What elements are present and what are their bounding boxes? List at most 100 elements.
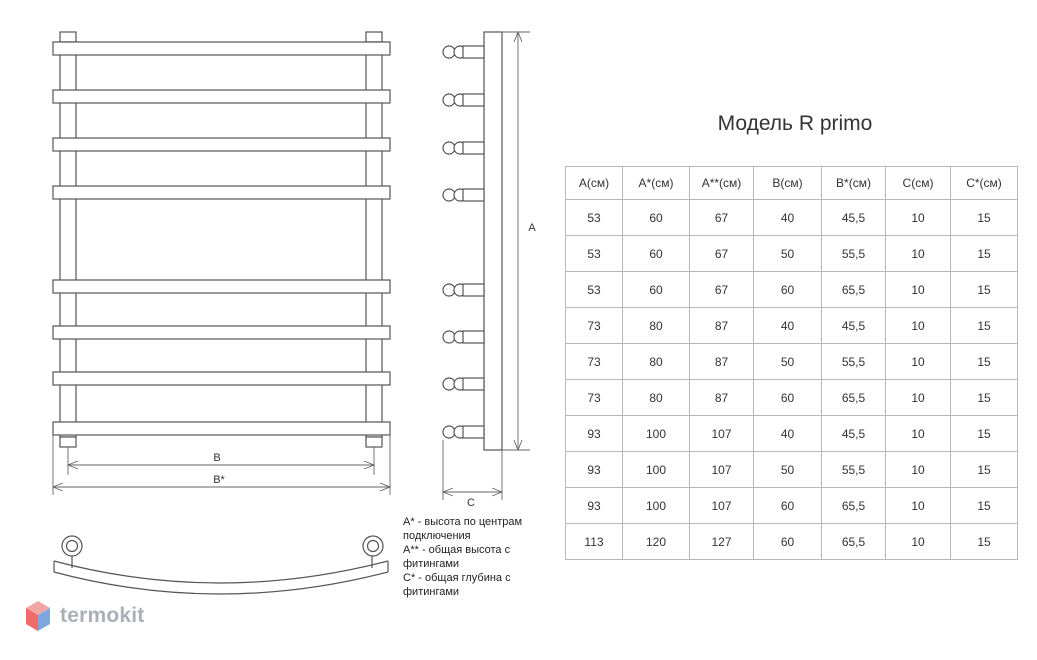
rung: [52, 89, 391, 104]
table-cell: 65,5: [821, 271, 886, 308]
rung: [52, 41, 391, 56]
height-dimension: [502, 30, 530, 452]
table-cell: 60: [753, 271, 822, 308]
rung: [52, 421, 391, 436]
table-cell: 45,5: [821, 307, 886, 344]
header-cell: B(см): [753, 166, 822, 200]
table-cell: 80: [622, 343, 690, 380]
table-cell: 73: [565, 307, 623, 344]
header-cell: B*(см): [821, 166, 886, 200]
table-cell: 65,5: [821, 379, 886, 416]
table-cell: 73: [565, 343, 623, 380]
table-cell: 15: [950, 487, 1018, 524]
table-cell: 15: [950, 523, 1018, 560]
dim-label-a: A: [528, 222, 536, 234]
table-cell: 10: [885, 451, 951, 488]
table-cell: 10: [885, 343, 951, 380]
fitting-bottom-right: [365, 436, 383, 448]
top-view: [53, 535, 389, 595]
table-cell: 65,5: [821, 487, 886, 524]
side-rung-ends: [442, 45, 485, 439]
table-cell: 107: [689, 415, 754, 452]
table-cell: 50: [753, 451, 822, 488]
table-cell: 50: [753, 235, 822, 272]
table-cell: 93: [565, 415, 623, 452]
table-cell: 15: [950, 271, 1018, 308]
logo: termokit: [24, 598, 144, 634]
depth-dimension: [441, 440, 504, 500]
table-cell: 15: [950, 199, 1018, 236]
table-cell: 15: [950, 235, 1018, 272]
table-cell: 53: [565, 271, 623, 308]
table-cell: 60: [753, 379, 822, 416]
table-cell: 15: [950, 451, 1018, 488]
header-cell: A(см): [565, 166, 623, 200]
table-cell: 100: [622, 451, 690, 488]
table-cell: 40: [753, 307, 822, 344]
rung: [52, 185, 391, 200]
header-cell: C*(см): [950, 166, 1018, 200]
table-cell: 60: [622, 199, 690, 236]
rung: [52, 371, 391, 386]
table-cell: 15: [950, 379, 1018, 416]
table-cell: 15: [950, 415, 1018, 452]
table-cell: 120: [622, 523, 690, 560]
note-a-star: A* - высота по центрам подключения: [403, 516, 523, 542]
table-cell: 67: [689, 199, 754, 236]
width-dimensions: [51, 435, 392, 495]
table-cell: 55,5: [821, 451, 886, 488]
table-cell: 10: [885, 271, 951, 308]
fitting-top-right: [365, 31, 383, 43]
table-cell: 107: [689, 487, 754, 524]
logo-text: termokit: [60, 604, 145, 627]
table-cell: 60: [622, 271, 690, 308]
front-view: [52, 31, 391, 448]
table-cell: 10: [885, 487, 951, 524]
note-c-star: C* - общая глубина с фитингами: [403, 572, 511, 598]
table-cell: 40: [753, 199, 822, 236]
table-cell: 87: [689, 379, 754, 416]
table-cell: 65,5: [821, 523, 886, 560]
table-cell: 107: [689, 451, 754, 488]
table-cell: 87: [689, 307, 754, 344]
rung: [52, 325, 391, 340]
table-cell: 100: [622, 415, 690, 452]
side-view: [442, 31, 503, 451]
table-cell: 80: [622, 379, 690, 416]
table-cell: 10: [885, 379, 951, 416]
table-cell: 15: [950, 343, 1018, 380]
dim-label-b-star: B*: [213, 474, 225, 486]
table-cell: 53: [565, 199, 623, 236]
table-cell: 93: [565, 451, 623, 488]
dim-label-c: C: [467, 497, 475, 509]
dim-label-b: B: [213, 452, 220, 464]
table-cell: 60: [622, 235, 690, 272]
table-cell: 60: [753, 523, 822, 560]
table-cell: 100: [622, 487, 690, 524]
fitting-top-left: [59, 31, 77, 43]
note-a-double-star: A** - общая высота с фитингами: [403, 544, 511, 570]
table-cell: 40: [753, 415, 822, 452]
table-cell: 93: [565, 487, 623, 524]
table-cell: 45,5: [821, 199, 886, 236]
header-cell: A**(см): [689, 166, 754, 200]
table-cell: 67: [689, 235, 754, 272]
fitting-bottom-left: [59, 436, 77, 448]
model-title: Модель R primo: [717, 112, 873, 135]
table-cell: 67: [689, 271, 754, 308]
table-cell: 10: [885, 523, 951, 560]
table-cell: 60: [753, 487, 822, 524]
table-cell: 53: [565, 235, 623, 272]
table-cell: 10: [885, 199, 951, 236]
